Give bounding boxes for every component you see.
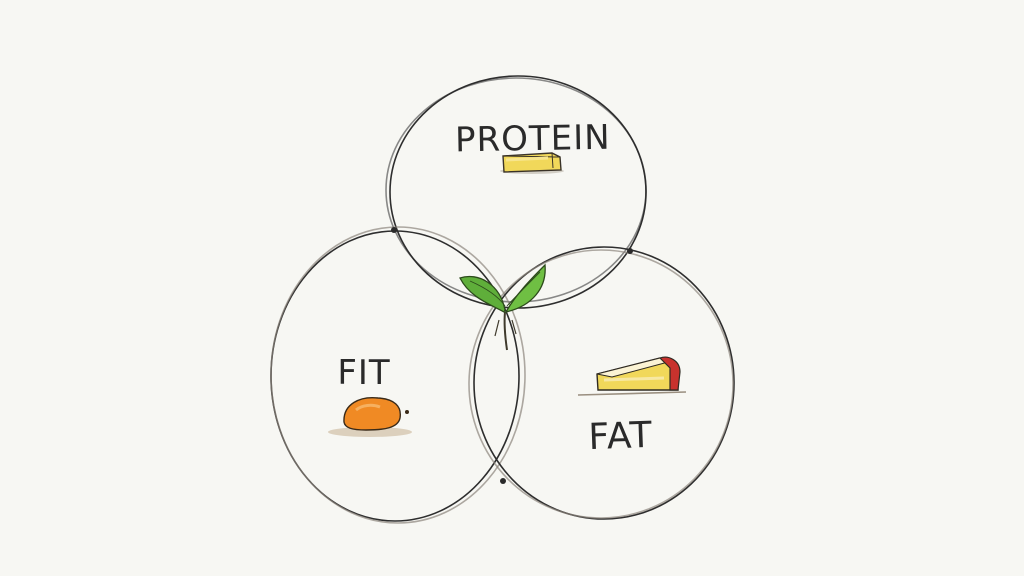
circle-fit (270, 226, 526, 524)
cake-slice-icon (577, 356, 687, 396)
fit-label: FIT (337, 353, 390, 393)
orange-nugget-icon (328, 397, 412, 437)
cheese-bar-icon (500, 152, 564, 174)
fat-label: FAT (588, 415, 654, 458)
circle-protein (385, 75, 647, 309)
circle-fat (468, 246, 735, 520)
protein-label: PROTEIN (455, 118, 611, 161)
intersection-dots (391, 227, 633, 484)
leaf-sprout-icon (459, 263, 546, 351)
